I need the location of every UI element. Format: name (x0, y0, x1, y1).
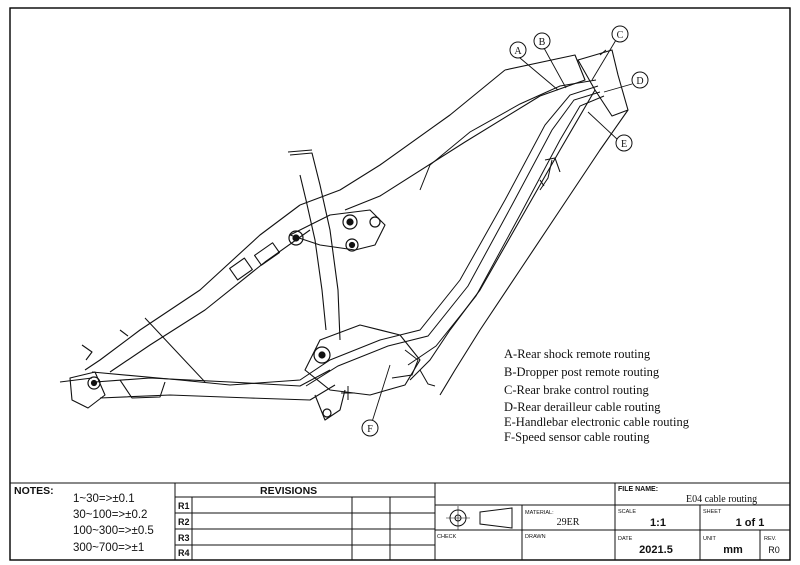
tolerance-1: 1~30=>±0.1 (73, 493, 135, 505)
seat-stay (84, 204, 301, 371)
callout-a: A (514, 46, 522, 57)
tolerance-3: 100~300=>±0.5 (73, 525, 154, 537)
legend-item-b: B-Dropper post remote routing (504, 365, 660, 379)
top-tube (344, 54, 586, 211)
projection-symbol (446, 506, 513, 530)
callout-d-circle (631, 71, 649, 89)
tolerance-2: 30~100=>±0.2 (73, 509, 147, 521)
file-name-label: FILE NAME: (618, 486, 658, 493)
cable-route-a (179, 85, 599, 386)
callout-f: F (367, 424, 373, 435)
routing-legend: A-Rear shock remote routing B-Dropper po… (504, 347, 690, 444)
pivot-rocker (342, 214, 358, 230)
callout-a-circle (509, 41, 527, 59)
tolerance-4: 300~700=>±1 (73, 542, 144, 554)
cable-route-b (305, 91, 601, 387)
chain-stay (94, 369, 331, 387)
callout-b: B (539, 37, 546, 48)
callout-circles (361, 25, 649, 437)
pivot-shock (369, 216, 381, 228)
legend-item-c: C-Rear brake control routing (504, 383, 649, 397)
date-value: 2021.5 (639, 544, 673, 556)
unit-value: mm (723, 544, 743, 556)
rev-row-3: R3 (178, 533, 190, 543)
rev-label: REV. (764, 536, 777, 542)
date-label: DATE (618, 536, 633, 542)
callout-e-circle (615, 134, 633, 152)
scale-label: SCALE (618, 509, 636, 515)
legend-item-e: E-Handlebar electronic cable routing (504, 415, 690, 429)
bike-frame (69, 49, 629, 421)
seat-tube (289, 152, 341, 341)
callout-c-circle (611, 25, 629, 43)
cable-route-c (419, 79, 597, 191)
cable-route-f (391, 349, 419, 379)
callout-b-circle (533, 32, 551, 50)
callout-e: E (621, 139, 627, 150)
drawn-label: DRAWN (525, 534, 546, 540)
drawing-border (9, 7, 791, 561)
sheet-label: SHEET (703, 509, 722, 515)
material-value: 29ER (557, 517, 580, 528)
revisions-label: REVISIONS (260, 485, 317, 497)
rev-row-2: R2 (178, 517, 190, 527)
rev-value: R0 (768, 545, 780, 555)
file-name-value: E04 cable routing (686, 494, 757, 505)
cable-routing (59, 79, 605, 387)
rev-row-1: R1 (178, 501, 190, 511)
legend-item-f: F-Speed sensor cable routing (504, 430, 650, 444)
scale-value: 1:1 (650, 517, 666, 529)
callout-d: D (636, 76, 643, 87)
pivot-points (87, 214, 381, 418)
down-tube (409, 89, 596, 381)
unit-label: UNIT (703, 536, 716, 542)
callout-leaders (371, 39, 633, 423)
pivot-main (313, 346, 331, 364)
pivot-upper (288, 230, 304, 246)
notes-label: NOTES: (14, 485, 54, 497)
legend-item-d: D-Rear derailleur cable routing (504, 400, 661, 414)
material-label: MATERIAL: (525, 510, 554, 516)
check-label: CHECK (437, 534, 457, 540)
callout-letters: A B C D E F (367, 30, 643, 435)
legend-item-a: A-Rear shock remote routing (504, 347, 651, 361)
sheet-value: 1 of 1 (736, 517, 765, 529)
rocker-link (289, 209, 386, 251)
center-mark (341, 386, 355, 400)
bottom-bracket-area (304, 324, 421, 396)
title-block-text: NOTES: 1~30=>±0.1 30~100=>±0.2 100~300=>… (14, 485, 780, 558)
rear-dropout (69, 371, 106, 409)
callout-f-circle (361, 419, 379, 437)
rev-row-4: R4 (178, 548, 190, 558)
title-block (10, 482, 790, 560)
rear-axle (87, 376, 101, 390)
cable-route-e (539, 159, 553, 191)
callout-c: C (617, 30, 624, 41)
cable-route-d (407, 95, 605, 366)
